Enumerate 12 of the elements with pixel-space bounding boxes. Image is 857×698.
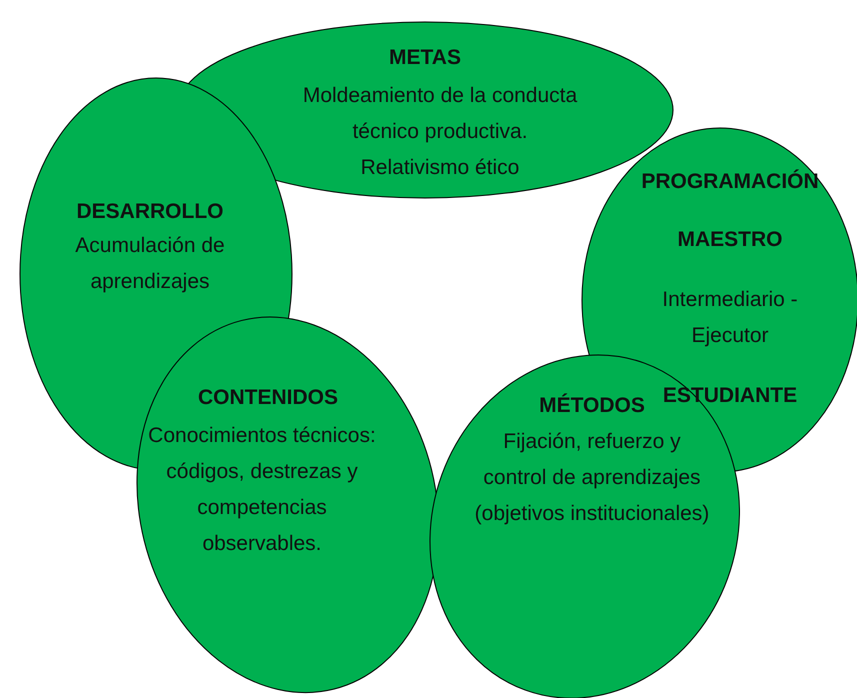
description-text: Fijación, refuerzo y control de aprendizajes (objetivos institucionales) xyxy=(474,428,710,527)
section-heading: CONTENIDOS xyxy=(198,384,338,411)
section-heading: METAS xyxy=(389,45,461,71)
description-text: Moldeamiento de la conducta técnico productiva. xyxy=(302,83,578,145)
description-text: Conocimientos técnicos: códigos, destrezas y competencias observables. xyxy=(147,422,377,557)
section-heading: MAESTRO xyxy=(678,227,782,253)
section-heading: MÉTODOS xyxy=(539,392,645,419)
section-heading: PROGRAMACIÓN xyxy=(641,168,819,195)
section-heading: DESARROLLO xyxy=(76,199,224,225)
description-text: Intermediario - Ejecutor xyxy=(661,287,799,349)
description-text: Acumulación de aprendizajes xyxy=(74,233,226,295)
description-text: Relativismo ético xyxy=(360,155,520,181)
